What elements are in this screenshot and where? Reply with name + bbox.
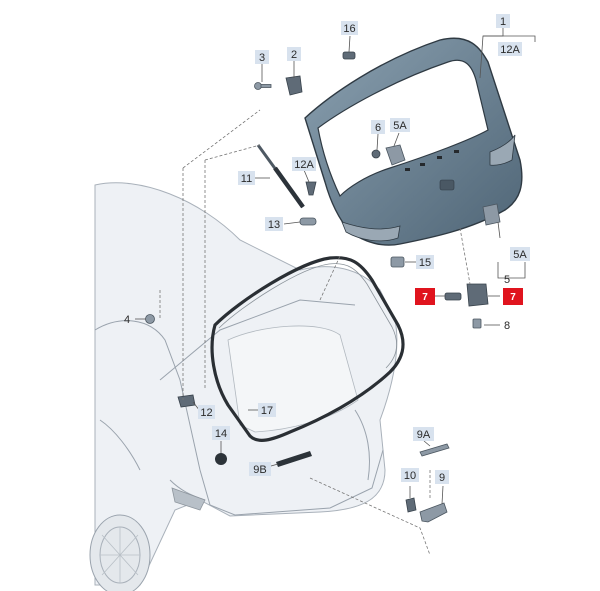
label-7-right: 7 [503,288,523,305]
label-6: 6 [371,120,385,134]
label-12A-mid-text: 12A [294,159,314,171]
label-11-text: 11 [241,173,252,185]
label-3: 3 [255,50,269,64]
buffer-13 [299,217,317,226]
screw-8 [472,318,482,329]
label-8: 8 [504,320,510,332]
clip-12A-mid [305,181,317,196]
label-9-text: 9 [439,472,445,484]
screw-10 [405,497,417,513]
label-16-text: 16 [343,23,355,35]
label-5-text: 5 [504,274,510,286]
nut-6 [371,149,381,159]
label-12: 12 [198,405,215,419]
label-1: 1 [496,14,510,28]
latch-7 [444,283,489,307]
clip-16 [342,51,356,60]
label-13-text: 13 [268,219,280,231]
label-9B-text: 9B [253,464,266,476]
label-7-left: 7 [415,288,435,305]
label-5A-right: 5A [510,247,530,261]
label-5A-right-text: 5A [513,249,527,261]
label-11: 11 [238,171,255,185]
label-12A-mid: 12A [292,157,316,171]
label-7-left-text: 7 [422,292,428,303]
label-1-text: 1 [500,16,506,28]
label-15-text: 15 [419,257,431,269]
grommet-14 [215,453,227,465]
part-15 [390,256,405,268]
bracket-5A-right [482,203,501,226]
tailgate-seal [210,256,405,442]
label-9A: 9A [413,427,434,441]
label-5A-top: 5A [390,118,410,132]
label-3-text: 3 [259,52,265,64]
label-15: 15 [416,255,434,269]
label-5: 5 [504,274,510,286]
label-13: 13 [265,217,283,231]
screw-4 [145,314,155,324]
label-9A-text: 9A [417,429,431,441]
handle-strip-9B [276,451,312,467]
label-7-right-text: 7 [510,292,516,303]
bracket-5A-upper [385,144,406,166]
label-17: 17 [258,403,276,417]
label-12-text: 12 [200,407,212,419]
hinge-2 [285,75,303,96]
label-14: 14 [212,426,230,440]
label-12A-top-text: 12A [500,44,520,56]
label-8-text: 8 [504,320,510,332]
bolt-3 [254,82,272,90]
label-16: 16 [341,21,358,35]
label-12A-top: 12A [498,42,522,56]
bracket-9 [419,502,448,523]
label-14-text: 14 [215,428,227,440]
reference-lines [159,109,471,556]
label-9: 9 [435,470,449,484]
car-body [89,182,398,591]
clip-12-lower [177,394,196,408]
label-5A-top-text: 5A [393,120,407,132]
trim-strip-9A [419,443,450,457]
label-2-text: 2 [291,49,297,61]
label-9B: 9B [249,462,271,476]
label-10: 10 [401,468,419,482]
label-6-text: 6 [375,122,381,134]
rear-wheel [89,514,151,591]
label-4: 4 [124,314,130,326]
label-17-text: 17 [261,405,273,417]
label-2: 2 [287,47,301,61]
label-10-text: 10 [404,470,416,482]
gas-strut-11 [256,144,305,209]
label-4-text: 4 [124,314,130,326]
